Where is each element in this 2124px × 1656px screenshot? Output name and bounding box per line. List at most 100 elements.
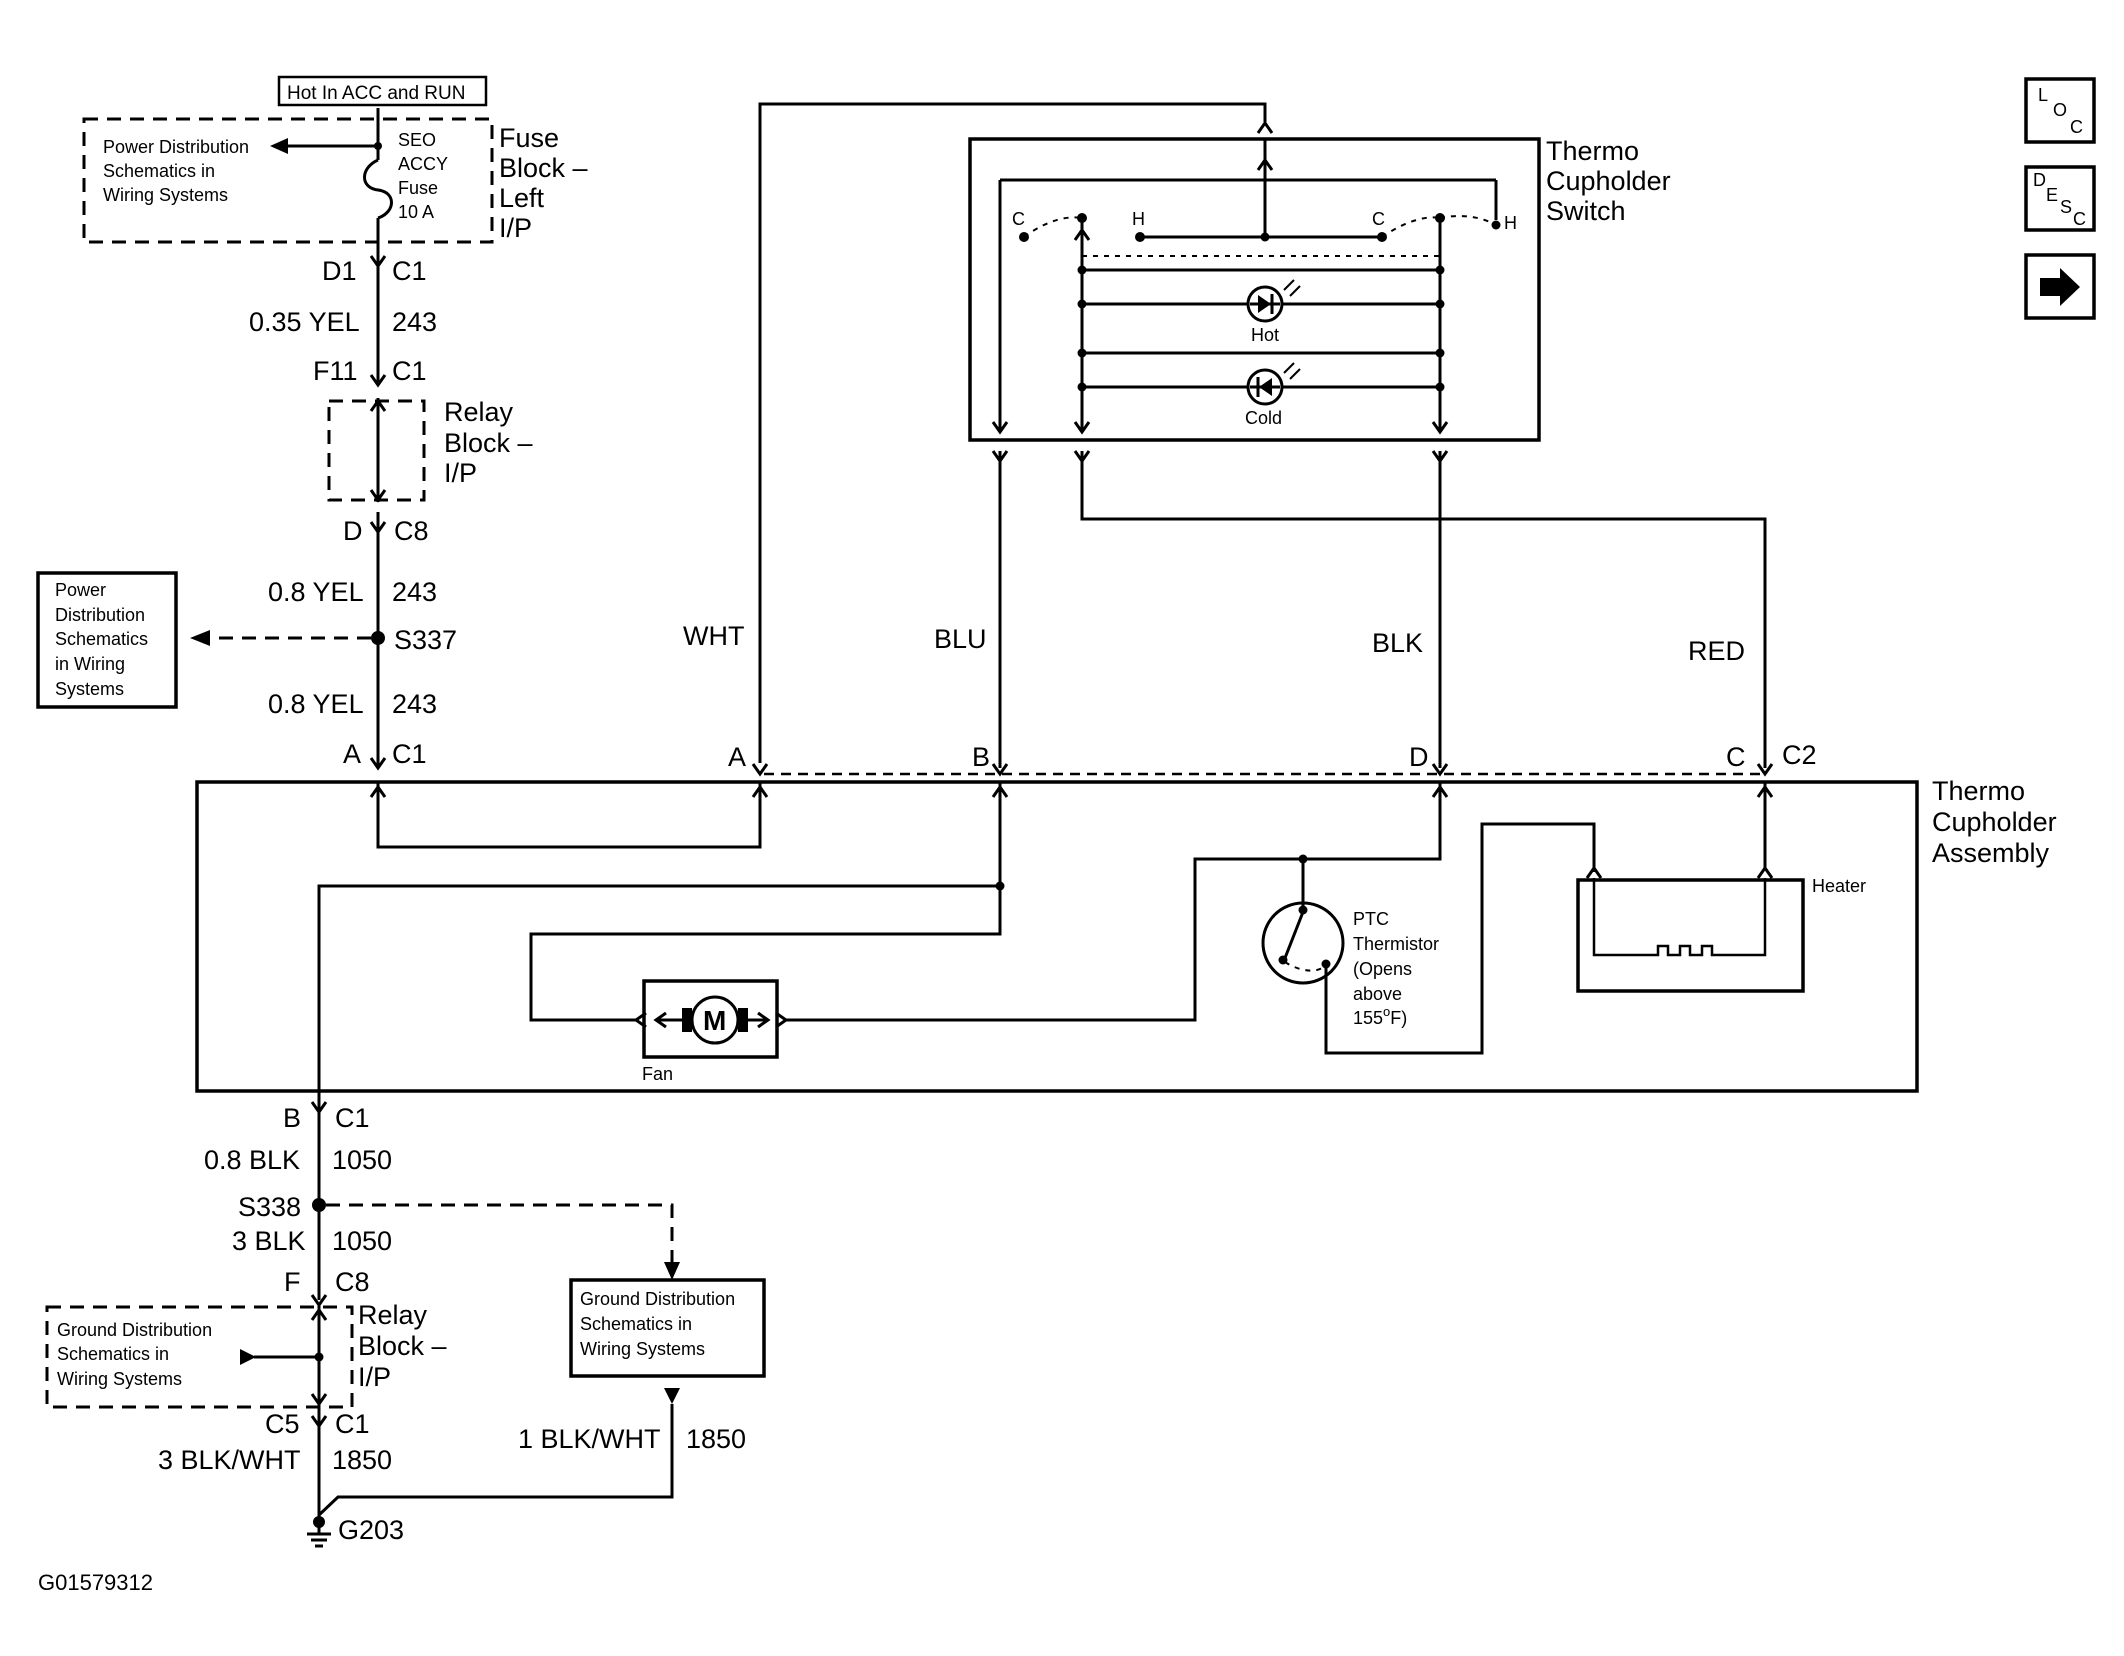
switch-c-right: C [1372, 209, 1385, 229]
connector-f11-c1-symbol [369, 374, 387, 388]
assembly-title-line1: Thermo [1932, 776, 2025, 806]
desc-letter-c: C [2073, 209, 2086, 229]
ground-dist-ref-1-line3: Wiring Systems [57, 1369, 182, 1389]
conn-f11: F11 [313, 356, 358, 386]
switch-left-blade [1023, 216, 1083, 238]
fan-motor-m: M [703, 1005, 726, 1036]
ptc-label-line4: above [1353, 984, 1402, 1004]
relay-bottom-arrow-down [310, 1393, 328, 1407]
fan-label: Fan [642, 1064, 673, 1084]
pin-b: B [972, 742, 990, 772]
fuse-block-dashed-box [82, 117, 494, 244]
conn-c1-c: C1 [392, 739, 427, 769]
s338-dashed-branch [326, 1203, 674, 1262]
splice-s338: S338 [238, 1192, 301, 1222]
s337-branch-arrowhead [190, 630, 210, 646]
right-arrow-icon [2040, 268, 2080, 306]
fan-right-arrow [757, 1011, 771, 1029]
relay-block-bottom-dashed-box [45, 1305, 354, 1409]
conn-c8-a: C8 [394, 516, 429, 546]
circuit-1850-a: 1850 [332, 1445, 392, 1475]
power-dist-ref-2-box [36, 571, 178, 709]
relay-block-bottom-line3: I/P [358, 1362, 391, 1392]
ground-1850-wire [317, 1404, 674, 1517]
switch-inner-left-arrow [991, 421, 1009, 435]
description-view-button[interactable]: D E S C [2024, 165, 2096, 232]
wht-wire-top-loop [758, 102, 1267, 763]
wire-blu-label: BLU [934, 624, 987, 654]
switch-right-blade [1381, 216, 1441, 238]
wire-1-blkwht: 1 BLK/WHT [518, 1424, 661, 1454]
power-dist-ref-2-line4: in Wiring [55, 654, 125, 674]
ptc-blade-arc [1284, 961, 1327, 972]
power-dist-ref-1-line3: Wiring Systems [103, 185, 228, 205]
fuse-label-line4: 10 A [398, 202, 434, 222]
wire-08-yel-b: 0.8 YEL [268, 689, 364, 719]
conn-c1-b: C1 [392, 356, 427, 386]
fan-brush-right [738, 1008, 748, 1032]
figure-id: G01579312 [38, 1570, 153, 1595]
heater-element-icon [1592, 878, 1767, 957]
red-wire [1080, 451, 1767, 768]
fan-brush-left [682, 1008, 692, 1032]
hot-in-acc-run-label: Hot In ACC and RUN [287, 83, 465, 104]
desc-letter-e: E [2046, 185, 2058, 205]
next-page-button[interactable] [2024, 253, 2096, 320]
ptc-label-line5: 155oF) [1353, 1004, 1407, 1028]
conn-a-left: A [343, 739, 361, 769]
conn-c1-a: C1 [392, 256, 427, 286]
power-dist-ref-2-line2: Distribution [55, 605, 145, 625]
power-dist-ref-1-line2: Schematics in [103, 161, 215, 181]
ptc-temp-value: 155 [1353, 1008, 1383, 1028]
ptc-contact-top [1298, 905, 1308, 915]
switch-c-left: C [1012, 209, 1025, 229]
desc-letter-d: D [2033, 170, 2046, 190]
pin-a-connector [751, 763, 769, 777]
led-rail-left-arrow-down [1073, 421, 1091, 435]
wire-3-blkwht: 3 BLK/WHT [158, 1445, 301, 1475]
switch-title-line3: Switch [1546, 196, 1626, 226]
internal-a-right-arrow [751, 784, 769, 798]
led-cold-label: Cold [1245, 408, 1282, 428]
relay-block-bottom-line2: Block – [358, 1331, 447, 1361]
fuse-block-title-line3: Left [499, 183, 545, 213]
led-rail-right-arrow-down [1431, 421, 1449, 435]
connector-a-c1-symbol [369, 757, 387, 771]
fuse-feed-arrowhead [270, 138, 288, 154]
conn-c5: C5 [265, 1409, 300, 1439]
internal-b-to-ground [317, 884, 1000, 1102]
splice-s337-dot [371, 631, 385, 645]
wire-08-blk: 0.8 BLK [204, 1145, 300, 1175]
pin-d: D [1409, 742, 1429, 772]
fuse-block-title-line4: I/P [499, 213, 532, 243]
led-rail-left-arrow-up [1073, 227, 1091, 241]
location-view-button[interactable]: L O C [2024, 77, 2096, 144]
ptc-degree: o [1383, 1004, 1390, 1019]
ground-dist-ref-1-line1: Ground Distribution [57, 1320, 212, 1340]
led-cold-icon [1246, 362, 1301, 406]
ground-ref-2-arrowhead [664, 1388, 680, 1404]
fan-motor-box [642, 979, 779, 1059]
conn-c1-e: C1 [335, 1409, 370, 1439]
relay-bottom-ground-arrowhead [240, 1349, 256, 1365]
fuse-label-line3: Fuse [398, 178, 438, 198]
circuit-243-a: 243 [392, 307, 437, 337]
switch-title-line1: Thermo [1546, 136, 1639, 166]
ptc-label-line3: (Opens [1353, 959, 1412, 979]
splice-s338-dot [312, 1198, 326, 1212]
fan-motor-icon [690, 995, 740, 1045]
loc-letter-c: C [2070, 117, 2083, 137]
relay-block-top-line1: Relay [444, 397, 514, 427]
loc-letter-o: O [2053, 100, 2067, 120]
wire-red-label: RED [1688, 636, 1745, 666]
wht-switch-entry-arrow [1256, 120, 1274, 134]
internal-a-a-link [376, 782, 762, 849]
internal-a-left-arrow [369, 784, 387, 798]
ptc-unit: F) [1390, 1008, 1407, 1028]
switch-housing [968, 137, 1541, 442]
assembly-title-line2: Cupholder [1932, 807, 2057, 837]
fan-left-connector [633, 1011, 647, 1029]
circuit-1050-a: 1050 [332, 1145, 392, 1175]
loc-letter-l: L [2038, 85, 2048, 105]
switch-common-arrow [1256, 157, 1274, 171]
